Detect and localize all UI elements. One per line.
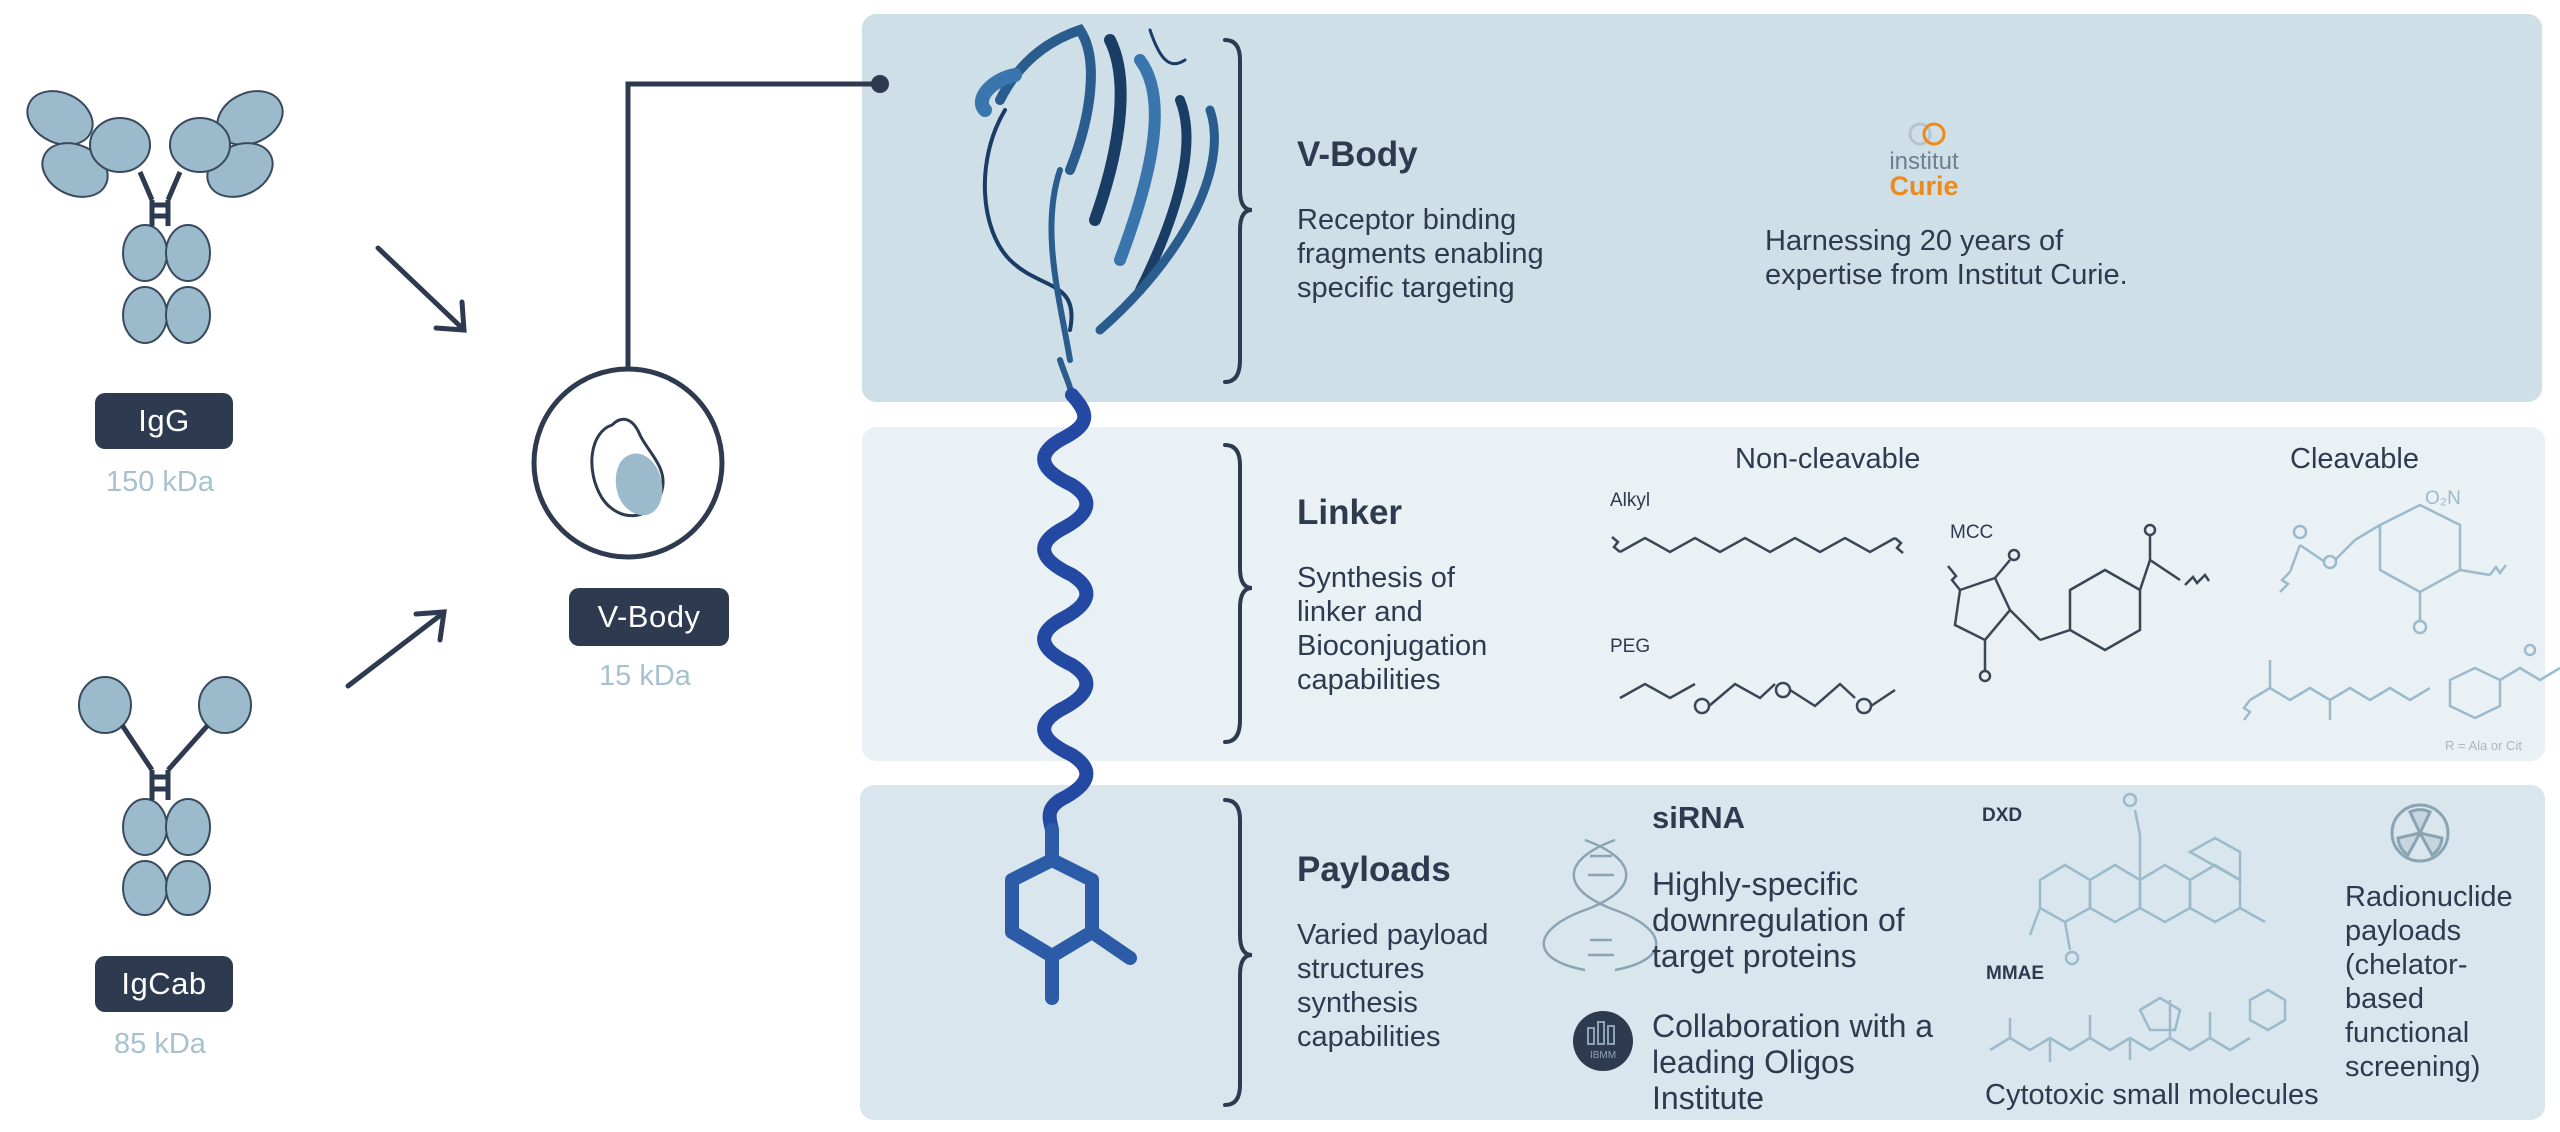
vbody-desc-line: fragments enabling	[1297, 238, 1544, 270]
payloads-desc-line: Varied payload	[1297, 919, 1489, 951]
vbody-description: Receptor binding fragments enabling spec…	[1297, 203, 1544, 305]
expertise-line: expertise from Institut Curie.	[1765, 259, 2128, 291]
sirna-desc-line: target proteins	[1652, 938, 1857, 974]
ibmm-logo-text: IBMM	[1589, 1050, 1617, 1061]
connector-line	[625, 81, 880, 369]
dxd-label: DXD	[1982, 805, 2023, 826]
alkyl-chain-icon	[1611, 536, 1904, 554]
payload-molecule-icon	[1005, 823, 1137, 1005]
expertise-line: Harnessing 20 years of	[1765, 225, 2064, 257]
payloads-desc-line: capabilities	[1297, 1021, 1441, 1053]
protein-ribbon-icon	[974, 24, 1219, 398]
linker-description: Synthesis of linker and Bioconjugation c…	[1297, 561, 1487, 697]
igcab-label: IgCab	[95, 956, 233, 1012]
radiation-icon	[2390, 803, 2450, 863]
linker-heading: Linker	[1297, 493, 1403, 532]
radio-line: payloads	[2345, 915, 2462, 947]
mmae-structure-icon	[1989, 988, 2287, 1062]
linker-footnote: R = Ala or Cit	[2445, 738, 2522, 753]
collaboration-text: Collaboration with a leading Oligos Inst…	[1652, 1008, 1933, 1116]
vbody-desc-line: specific targeting	[1297, 272, 1515, 304]
radio-line: Radionuclide	[2345, 881, 2513, 913]
radio-line: screening)	[2345, 1051, 2481, 1083]
payloads-description: Varied payload structures synthesis capa…	[1297, 918, 1488, 1054]
curie-logo-bottom: Curie	[1889, 171, 1959, 201]
collab-line: Collaboration with a	[1652, 1008, 1934, 1044]
ibmm-bars-icon	[1587, 1021, 1615, 1045]
payloads-desc-line: structures	[1297, 953, 1425, 985]
brace-icon	[1223, 38, 1253, 1107]
cleavable-peptide-structure-icon	[2242, 643, 2560, 721]
payloads-heading: Payloads	[1297, 850, 1451, 889]
dxd-structure-icon	[2028, 792, 2266, 966]
curie-expertise-text: Harnessing 20 years of expertise from In…	[1765, 224, 2128, 292]
arrow-icon	[345, 245, 467, 689]
collab-line: leading Oligos	[1652, 1044, 1855, 1080]
igg-mass: 150 kDa	[105, 466, 214, 498]
radio-line: (chelator-	[2345, 949, 2468, 981]
sirna-description: Highly-specific downregulation of target…	[1652, 866, 1905, 974]
mmae-label: MMAE	[1986, 963, 2045, 984]
collab-line: Institute	[1652, 1080, 1765, 1116]
radio-line: functional	[2345, 1017, 2470, 1049]
mcc-label: MCC	[1950, 522, 1994, 543]
igcab-hinge-icon	[119, 723, 210, 800]
vbody-label: V-Body	[569, 588, 729, 646]
linker-desc-line: Synthesis of	[1297, 562, 1455, 594]
linker-panel	[862, 427, 2545, 761]
connector-dot	[871, 75, 889, 93]
cleavable-label: Cleavable	[2290, 443, 2419, 475]
igg-hinge-icon	[137, 171, 183, 226]
institut-curie-logo-icon	[1908, 122, 1946, 146]
curie-logo-top: institut	[1889, 148, 1959, 175]
vbody-mass: 15 kDa	[599, 660, 691, 692]
radio-line: based	[2345, 983, 2425, 1015]
vbody-heading: V-Body	[1297, 135, 1418, 174]
sirna-desc-line: Highly-specific	[1652, 866, 1859, 902]
linker-desc-line: linker and	[1297, 596, 1423, 628]
igcab-mass: 85 kDa	[114, 1028, 206, 1060]
vbody-desc-line: Receptor binding	[1297, 204, 1517, 236]
noncleavable-label: Non-cleavable	[1735, 443, 1921, 475]
payloads-desc-line: synthesis	[1297, 987, 1418, 1019]
linker-desc-line: capabilities	[1297, 664, 1441, 696]
payloads-panel	[860, 785, 2545, 1120]
vbody-fill-icon	[615, 453, 663, 516]
igg-antibody-icon	[26, 90, 284, 344]
sirna-title: siRNA	[1652, 800, 1746, 835]
peg-label: PEG	[1610, 636, 1651, 657]
mcc-structure-icon	[1947, 523, 2211, 683]
igcab-antibody-icon	[78, 676, 252, 916]
dna-icon	[1542, 838, 1658, 972]
sirna-desc-line: downregulation of	[1652, 902, 1905, 938]
alkyl-label: Alkyl	[1610, 490, 1651, 511]
radionuclide-text: Radionuclide payloads (chelator- based f…	[2345, 880, 2513, 1084]
linker-desc-line: Bioconjugation	[1297, 630, 1488, 662]
peg-chain-icon	[1619, 681, 1896, 715]
igg-label: IgG	[95, 393, 233, 449]
linker-helix-icon	[1037, 388, 1094, 837]
cytotoxic-label: Cytotoxic small molecules	[1985, 1079, 2319, 1111]
cleavable-nitro-structure-icon	[2279, 503, 2507, 635]
nitro-label: O₂N	[2425, 488, 2461, 509]
